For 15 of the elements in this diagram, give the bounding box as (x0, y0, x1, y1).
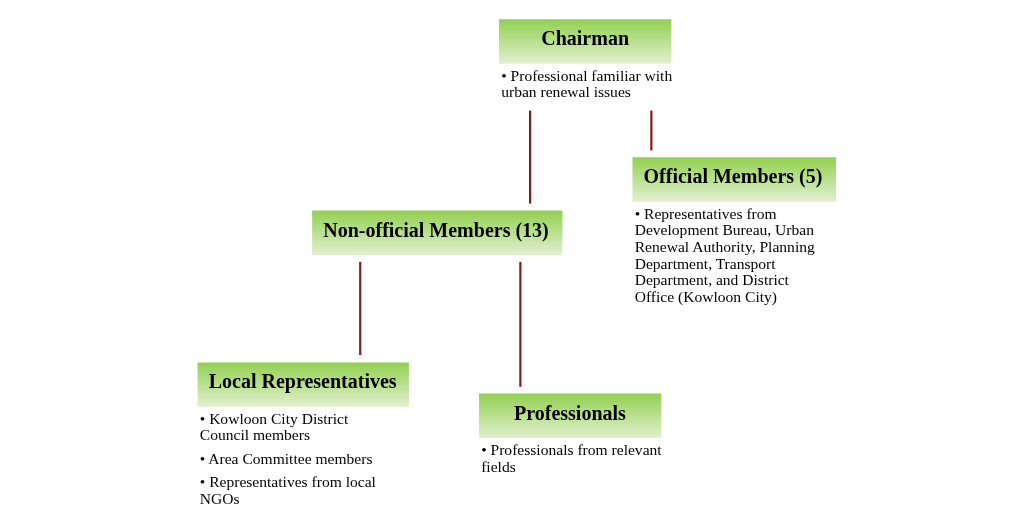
node-box: Non-official Members (13) (311, 210, 562, 256)
node-label: • Kowloon City District Council members (199, 409, 348, 444)
node-box: Local Representatives (197, 362, 409, 407)
connector (528, 110, 531, 204)
node-label: • Representatives from Development Bureau, Urban Renewal Authority, Planning Department, Transport Department, and District Office (Kowloon City) (634, 204, 815, 305)
node-label: • Professionals from relevant fields (480, 440, 662, 475)
node-box: Professionals (478, 393, 661, 438)
connector (358, 261, 361, 356)
node-label: • Professional familiar with urban renewal issues (500, 66, 672, 101)
node-label: • Representatives from local NGOs (199, 473, 376, 507)
node-box: Chairman (498, 19, 671, 64)
connector (649, 110, 652, 151)
connector (518, 261, 521, 387)
node-label: • Area Committee members (199, 449, 372, 467)
node-box: Official Members (5) (631, 157, 836, 202)
